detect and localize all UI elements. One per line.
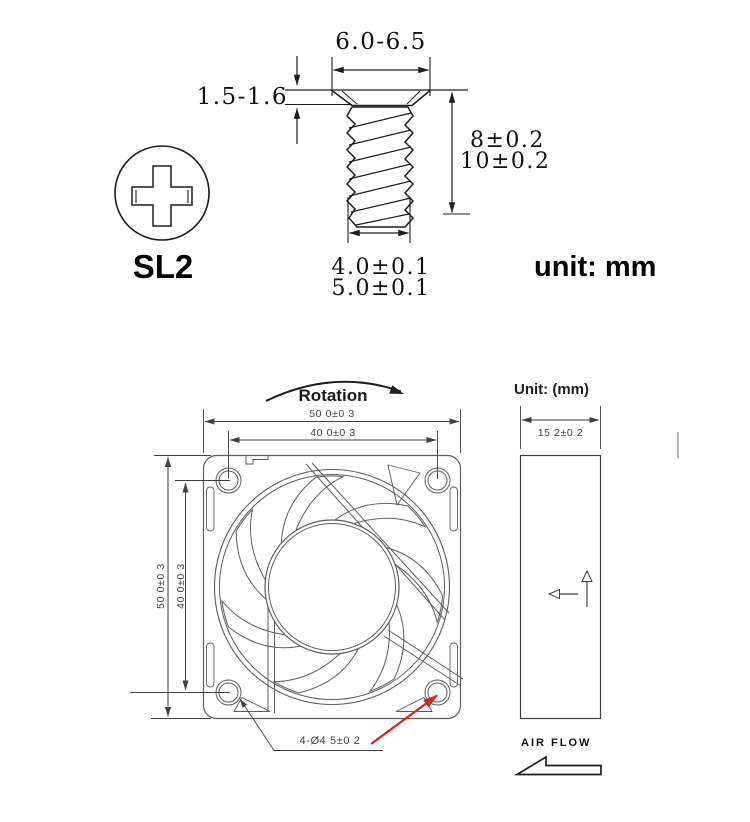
fan-front-view: [130, 380, 464, 751]
screw-head: [285, 89, 468, 107]
airflow-direction-icon: [547, 588, 578, 600]
fan-hub-inner-ring: [268, 523, 396, 651]
dim-head-width-label: 6.0-6.5: [335, 29, 427, 55]
phillips-drive-icon: [114, 145, 210, 241]
screw-diagram: [114, 56, 470, 243]
fan-side-view: [513, 406, 679, 776]
screw-unit-label: unit: mm: [534, 251, 657, 283]
dim-length-label-1: 8±0.2: [470, 128, 545, 153]
fan-ring-outer: [213, 468, 451, 706]
fan-blade: [235, 507, 271, 603]
frame-notch: [245, 456, 269, 465]
fan-blade: [330, 502, 427, 528]
holes-leader-line: [239, 698, 383, 751]
dim-fan-height-lines: [130, 455, 230, 719]
dim-head-width-lines: [331, 57, 431, 96]
airflow-label: AIR FLOW: [521, 737, 592, 749]
dim-fan-height-holes-label: 40 0±0 3: [175, 563, 187, 609]
dim-head-height-label: 1.5-1.6: [196, 84, 288, 110]
side-view-body: [519, 454, 602, 720]
fan-hub: [264, 519, 400, 655]
mounting-holes-label: 4-Ø4 5±0 2: [299, 735, 361, 747]
drive-type-label: SL2: [132, 248, 194, 285]
dim-length-lines: [443, 91, 470, 215]
dim-thickness-label: 15 2±0 2: [537, 427, 584, 439]
dim-fan-width-holes-label: 40 0±0 3: [310, 427, 356, 439]
rotation-label: Rotation: [298, 386, 368, 405]
screw-thread: [345, 106, 415, 228]
dim-length-label-2: 10±0.2: [460, 149, 551, 174]
airflow-arrow-icon: [513, 755, 602, 776]
rotation-arrow-icon: [265, 380, 404, 402]
dim-thickness-lines: [520, 406, 601, 449]
fan-ring-inner: [219, 474, 445, 700]
side-unit-label: Unit: (mm): [514, 381, 589, 398]
dim-thread-label-2: 5.0±0.1: [331, 276, 431, 301]
dim-fan-width-outer-label: 50 0±0 3: [309, 408, 355, 420]
rotation-direction-icon: [581, 569, 593, 607]
fan-blades: [221, 475, 444, 694]
red-pointer-arrow-icon: [370, 694, 439, 745]
fan-blade: [272, 643, 362, 694]
fan-blade: [368, 600, 405, 693]
fan-blade: [381, 545, 444, 625]
dim-thread-lines: [347, 197, 411, 243]
fan-blade: [280, 475, 345, 548]
dim-fan-height-outer-label: 50 0±0 3: [155, 563, 167, 609]
dim-fan-width-lines: [203, 409, 461, 479]
fan-frame: [202, 454, 462, 720]
dim-thread-label-1: 4.0±0.1: [331, 255, 431, 280]
